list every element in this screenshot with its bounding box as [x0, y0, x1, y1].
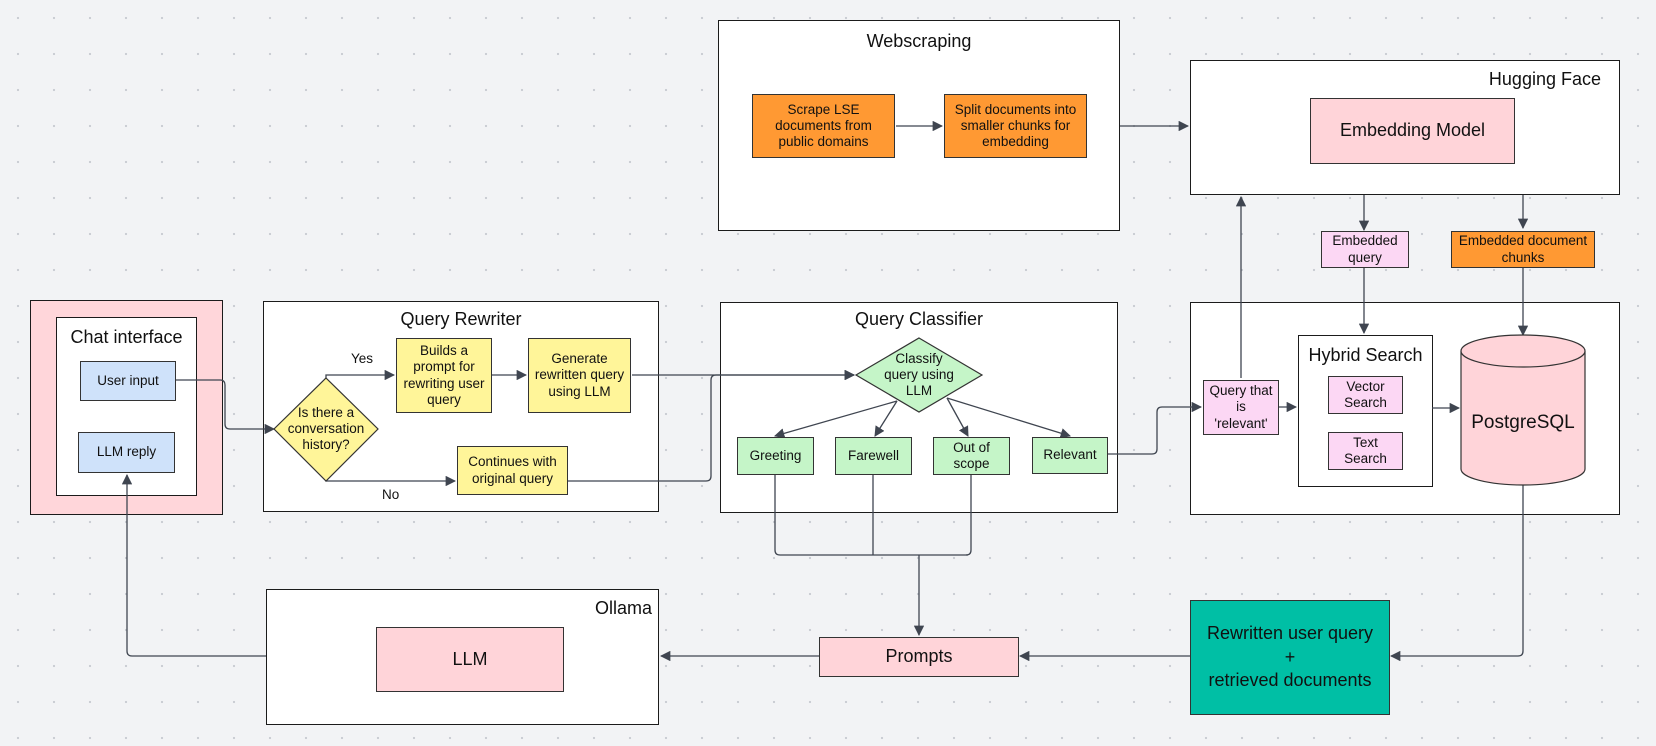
rewritten-query-plus-docs-node: Rewritten user query + retrieved documen… — [1190, 600, 1390, 715]
text-search-node: Text Search — [1328, 432, 1403, 470]
out-of-scope-node: Out of scope — [933, 437, 1010, 475]
query-rewriter-title: Query Rewriter — [400, 309, 522, 329]
merge-greeting-out — [774, 474, 968, 556]
arrow-classify-to-greeting — [774, 400, 898, 439]
yes-label: Yes — [351, 351, 374, 366]
arrow-classify-to-out-of-scope — [946, 397, 969, 437]
llm-reply-node: LLM reply — [78, 432, 175, 473]
relevant-node: Relevant — [1032, 437, 1108, 474]
build-prompt-node: Builds a prompt for rewriting user query — [396, 338, 492, 413]
classify-text: Classify query using LLM — [884, 350, 954, 399]
query-classifier-title: Query Classifier — [854, 309, 984, 329]
arrow-decision-no — [325, 475, 457, 487]
user-input-node: User input — [80, 361, 176, 401]
vector-search-node: Vector Search — [1328, 376, 1403, 414]
farewell-node: Farewell — [835, 437, 912, 475]
postgresql-cylinder — [1460, 334, 1586, 486]
split-documents-node: Split documents into smaller chunks for … — [944, 94, 1087, 158]
hybrid-search-title: Hybrid Search — [1308, 345, 1423, 365]
arrow-relevant-to-query-relevant — [1107, 401, 1203, 455]
arrow-postgresql-to-result — [1389, 484, 1524, 662]
no-label: No — [382, 487, 400, 502]
chat-interface-title: Chat interface — [70, 327, 183, 347]
embedding-model-node: Embedding Model — [1310, 98, 1515, 164]
decision-text: Is there a conversation history? — [287, 404, 365, 453]
scrape-documents-node: Scrape LSE documents from public domains — [752, 94, 895, 158]
decision-diamond — [273, 377, 379, 482]
continue-original-query-node: Continues with original query — [457, 446, 568, 495]
result-line-2: + — [1284, 646, 1296, 667]
arrow-ollama-to-llm-reply — [121, 473, 266, 657]
llm-node: LLM — [376, 627, 564, 692]
greeting-node: Greeting — [737, 437, 814, 475]
arrow-classify-to-relevant — [946, 397, 1071, 439]
query-relevant-node: Query that is 'relevant' — [1203, 380, 1279, 435]
classify-diamond — [854, 337, 984, 413]
generate-rewritten-query-node: Generate rewritten query using LLM — [528, 338, 631, 413]
embedded-query-node: Embedded query — [1321, 231, 1409, 268]
result-line-1: Rewritten user query — [1206, 623, 1374, 644]
webscraping-title: Webscraping — [866, 31, 972, 51]
merge-out-of-scope-out — [965, 474, 972, 556]
result-line-3: retrieved documents — [1208, 670, 1372, 691]
hugging-face-title: Hugging Face — [1488, 69, 1601, 89]
postgresql-label: PostgreSQL — [1471, 411, 1575, 433]
hugging-face-container: Hugging Face — [1190, 60, 1620, 195]
embedded-chunks-node: Embedded document chunks — [1451, 231, 1595, 268]
prompts-node: Prompts — [819, 637, 1019, 677]
arrow-user-input-to-decision — [175, 379, 276, 435]
arrow-continue-to-classify — [568, 369, 856, 482]
ollama-title: Ollama — [594, 598, 652, 618]
arrow-classify-to-farewell — [874, 400, 898, 437]
